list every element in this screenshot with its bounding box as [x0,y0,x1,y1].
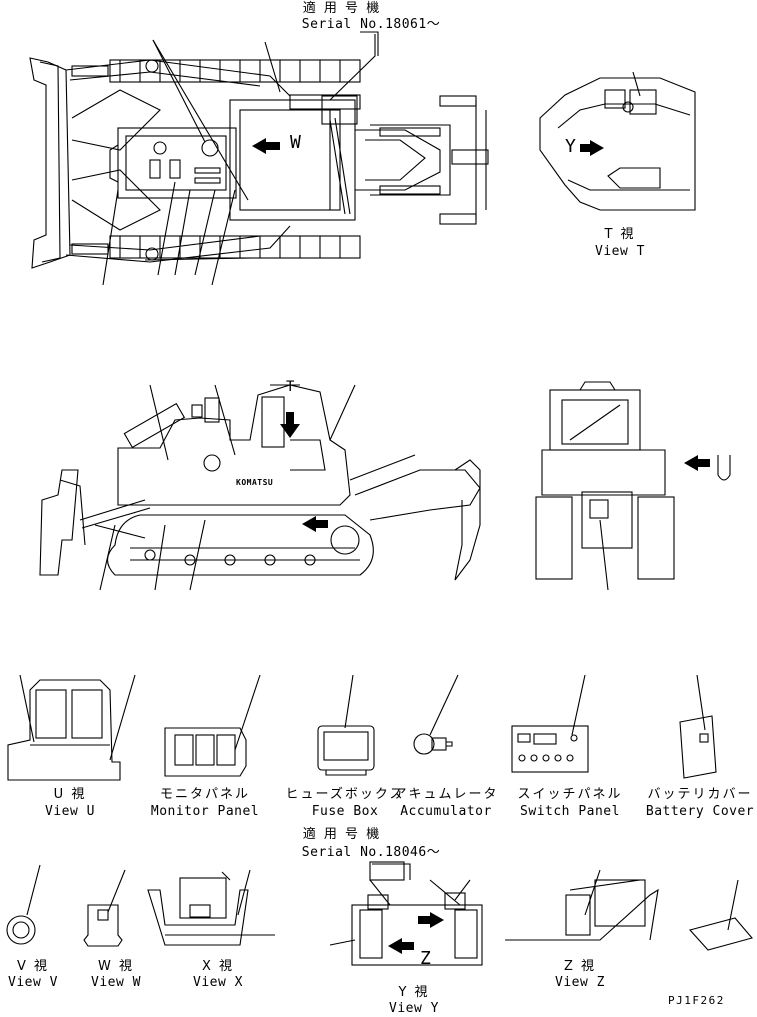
arrow-label-y: Y [565,136,577,157]
view-u-jp: U 視 [53,787,87,802]
view-z-drawing [505,869,659,941]
view-t-drawing [539,71,696,211]
label-sheet-drawing [688,879,753,951]
view-v-en: View V [8,975,58,990]
dozer-side-view [39,384,481,591]
view-arrow-icon [302,516,328,532]
arrow-label-z: Z [420,948,432,969]
view-arrow-icon [418,912,444,928]
fuse-box-jp: ヒューズボックス [285,787,405,802]
accumulator-en: Accumulator [400,804,492,819]
brand-mark: KOMATSU [236,478,274,487]
view-x-drawing [147,869,275,946]
battery-cover-jp: バッテリカバー [647,787,753,802]
view-arrow-icon [580,140,604,156]
view-arrow-icon [388,938,414,954]
monitor-panel-drawing [164,674,261,777]
view-y-en: View Y [389,1001,439,1016]
view-z-en: View Z [555,975,605,990]
dozer-top-view [29,34,489,286]
monitor-panel-jp: モニタパネル [159,787,251,802]
view-z-jp: Z 視 [563,959,597,974]
drawing-code: PJ1F262 [668,994,725,1007]
view-v-drawing [6,864,41,945]
monitor-panel-en: Monitor Panel [150,804,260,819]
view-w-drawing [83,869,126,947]
view-x-en: View X [193,975,243,990]
view-x-jp: X 視 [201,959,235,974]
accumulator-drawing [413,674,459,755]
switch-panel-en: Switch Panel [520,804,620,819]
view-w-en: View W [91,975,141,990]
arrow-label-t: T [286,379,295,395]
serial-mid-en: Serial No.18046～ [301,845,441,860]
view-arrow-icon [684,455,710,471]
accumulator-jp: アキュムレータ [393,787,499,802]
view-t-en: View T [595,244,645,259]
arrow-label-w: W [290,132,302,153]
view-t-jp: T 視 [604,227,636,242]
fuse-box-en: Fuse Box [311,804,379,819]
switch-panel-drawing [511,674,589,773]
view-u-drawing [7,674,136,781]
battery-cover-en: Battery Cover [645,804,755,819]
view-w-jp: W 視 [98,959,134,974]
view-y-jp: Y 視 [398,985,430,1000]
view-y-drawing [329,861,483,966]
fuse-box-drawing [317,674,375,776]
view-arrow-icon [280,412,300,438]
serial-top-jp: 適 用 号 機 [302,1,382,16]
switch-panel-jp: スイッチパネル [517,787,623,802]
view-u-en: View U [45,804,95,819]
serial-mid-jp: 適 用 号 機 [302,827,382,842]
dozer-rear-view [535,381,675,591]
view-v-jp: V 視 [16,959,50,974]
battery-cover-drawing [679,674,717,779]
serial-top-en: Serial No.18061～ [301,17,441,32]
view-arrow-icon [252,138,280,154]
